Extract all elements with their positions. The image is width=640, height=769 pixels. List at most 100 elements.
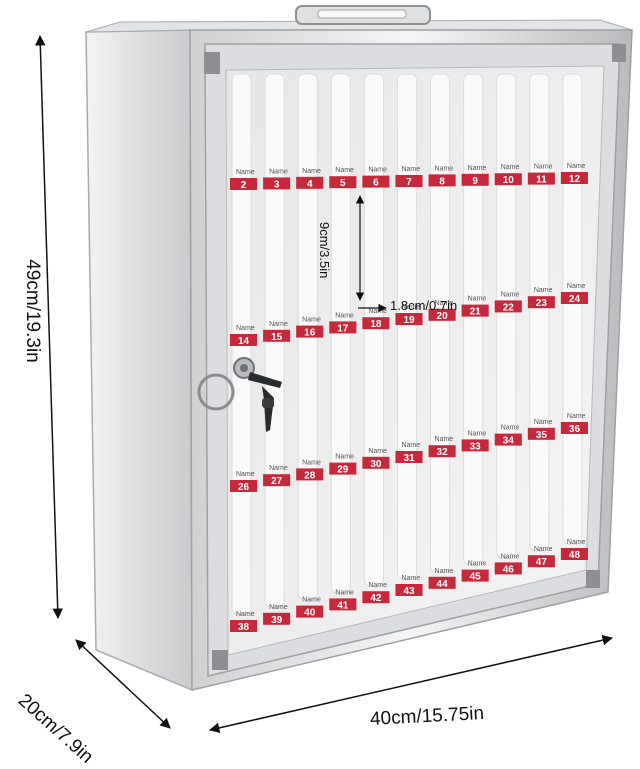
tag-number-bg xyxy=(428,576,456,589)
tag-number-bg xyxy=(527,555,555,568)
tag-number-bg xyxy=(296,176,324,189)
tag-number: 24 xyxy=(569,294,581,305)
tag-number-bg xyxy=(395,451,423,463)
tag-number: 2 xyxy=(241,180,247,191)
tag-number-bg xyxy=(560,548,588,560)
tag-name-text: Name xyxy=(567,163,586,170)
corner-cap xyxy=(212,650,228,670)
tag-number: 46 xyxy=(503,564,515,575)
tag-number-bg xyxy=(362,456,390,469)
tag-name-text: Name xyxy=(501,553,520,560)
tag-number: 12 xyxy=(569,174,581,185)
slot-column xyxy=(529,73,550,552)
slot-width-label: 1.8cm/0.7in xyxy=(390,298,458,313)
tag-number: 22 xyxy=(503,302,515,313)
tag-number: 47 xyxy=(536,557,548,568)
slot-column xyxy=(463,73,484,566)
tag-number: 11 xyxy=(536,175,547,186)
tag-name-text: Name xyxy=(567,413,586,420)
tag-name-text: Name xyxy=(468,430,487,437)
tag-number-bg xyxy=(395,313,423,325)
tag-number-bg xyxy=(230,178,258,190)
tag-number-bg xyxy=(560,422,588,434)
tag-name-text: Name xyxy=(236,169,255,176)
key-tag: Name 8 xyxy=(428,165,456,187)
tag-number-bg xyxy=(494,562,522,575)
tag-number-bg xyxy=(230,334,258,346)
tag-number-bg xyxy=(395,584,423,596)
slot-column xyxy=(396,73,418,580)
tag-name-text: Name xyxy=(435,568,454,575)
tag-number: 41 xyxy=(337,600,349,611)
tag-number-bg xyxy=(494,300,522,313)
tag-number: 32 xyxy=(437,447,449,458)
tag-number: 3 xyxy=(274,179,280,190)
tag-number-bg xyxy=(428,445,456,458)
tag-number: 43 xyxy=(403,586,415,597)
tag-name-text: Name xyxy=(534,419,553,426)
tag-name-text: Name xyxy=(501,164,520,171)
cabinet-side xyxy=(85,29,193,692)
tag-name-text: Name xyxy=(534,164,553,171)
tag-number-bg xyxy=(362,317,390,330)
tag-name-text: Name xyxy=(401,304,420,311)
tag-number: 4 xyxy=(307,179,313,190)
slot-column xyxy=(562,73,583,545)
tag-number: 8 xyxy=(439,176,445,187)
key-tags: Name2Name3Name4Name5Name6Name7Name8Name9… xyxy=(230,163,588,633)
tag-number-bg xyxy=(461,439,489,452)
tag-name-text: Name xyxy=(302,459,321,466)
tag-number: 7 xyxy=(406,177,412,188)
corner-cap xyxy=(204,52,220,74)
tag-number-bg xyxy=(329,176,357,189)
tag-number: 21 xyxy=(470,307,482,318)
key-tag: Name 12 xyxy=(560,163,588,185)
tag-name-text: Name xyxy=(269,168,288,175)
tag-name-text: Name xyxy=(335,454,354,461)
tag-number-bg xyxy=(560,172,588,184)
height-dimension-line xyxy=(35,34,63,620)
tag-number: 15 xyxy=(271,332,283,343)
tag-number: 40 xyxy=(304,608,316,619)
tag-number: 19 xyxy=(403,315,415,326)
tag-name-text: Name xyxy=(401,575,420,582)
slot-column xyxy=(430,73,451,573)
tag-number-bg xyxy=(461,569,489,582)
lock-icon xyxy=(233,357,255,379)
tag-number-bg xyxy=(461,304,489,317)
tag-name-text: Name xyxy=(269,604,288,611)
key-tag: Name 43 xyxy=(395,575,423,597)
tag-number-bg xyxy=(263,612,291,625)
key-tag: Name 32 xyxy=(428,436,456,458)
tag-name-text: Name xyxy=(236,471,255,478)
tag-number: 38 xyxy=(238,622,250,633)
corner-cap xyxy=(612,44,626,62)
tag-name-text: Name xyxy=(435,436,454,443)
tag-name-text: Name xyxy=(401,442,420,449)
tag-number: 27 xyxy=(271,476,283,487)
tag-name-text: Name xyxy=(435,165,454,172)
corner-cap xyxy=(586,570,600,588)
tag-number: 35 xyxy=(536,430,548,441)
tag-number: 34 xyxy=(503,436,515,447)
tag-number: 42 xyxy=(370,593,382,604)
